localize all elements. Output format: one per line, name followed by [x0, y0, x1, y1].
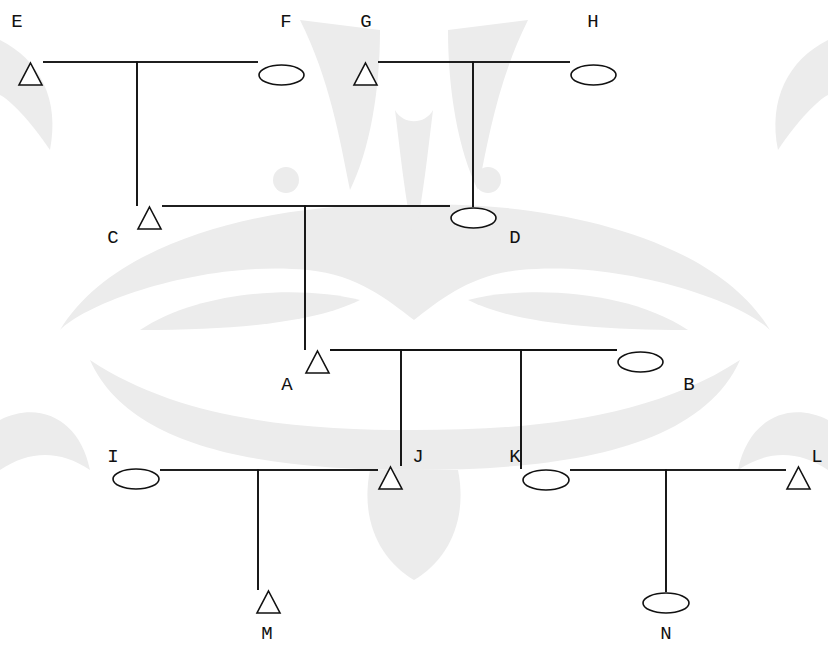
triangle-symbol [18, 62, 43, 86]
male-person: M [256, 590, 281, 614]
female-person: H [570, 64, 617, 86]
descent-line [305, 206, 450, 350]
female-person: I [112, 468, 160, 490]
descent-line [473, 62, 570, 207]
triangle-symbol [256, 590, 281, 614]
female-person: D [450, 207, 497, 229]
person-letter: B [683, 375, 694, 395]
triangle-symbol [305, 350, 330, 374]
person-letter: E [11, 12, 22, 32]
descent-line [258, 470, 378, 590]
descent-line [570, 470, 666, 592]
triangle-symbol [786, 466, 811, 490]
male-person: A [305, 350, 330, 374]
descent-line [162, 206, 305, 350]
person-letter: A [281, 375, 292, 395]
descent-line [521, 350, 617, 469]
oval-symbol [642, 592, 690, 614]
descent-line [401, 350, 617, 466]
person-letter: I [107, 447, 118, 467]
descent-line [666, 470, 786, 592]
triangle-symbol [137, 206, 162, 230]
person-letter: N [660, 624, 671, 644]
person-letter: M [261, 624, 272, 644]
descent-line [137, 62, 258, 206]
descent-line [330, 350, 401, 466]
oval-symbol [112, 468, 160, 490]
male-person: C [137, 206, 162, 230]
oval-symbol [258, 64, 305, 86]
female-person: B [617, 351, 664, 373]
descent-line [43, 62, 137, 206]
descent-line [378, 62, 473, 207]
oval-symbol [450, 207, 497, 229]
person-letter: L [811, 447, 822, 467]
person-letter: F [280, 12, 291, 32]
person-letter: H [587, 12, 598, 32]
person-letter: K [509, 447, 520, 467]
male-person: G [353, 62, 378, 86]
oval-symbol [522, 469, 570, 491]
person-letter: G [360, 12, 371, 32]
triangle-symbol [378, 466, 403, 490]
descent-line [330, 350, 521, 469]
descent-line [160, 470, 258, 590]
oval-symbol [570, 64, 617, 86]
oval-symbol [617, 351, 664, 373]
female-person: N [642, 592, 690, 614]
male-person: E [18, 62, 43, 86]
person-letter: J [412, 447, 423, 467]
female-person: K [522, 469, 570, 491]
triangle-symbol [353, 62, 378, 86]
male-person: J [378, 466, 403, 490]
female-person: F [258, 64, 305, 86]
male-person: L [786, 466, 811, 490]
person-letter: D [509, 228, 520, 248]
person-letter: C [107, 228, 118, 248]
